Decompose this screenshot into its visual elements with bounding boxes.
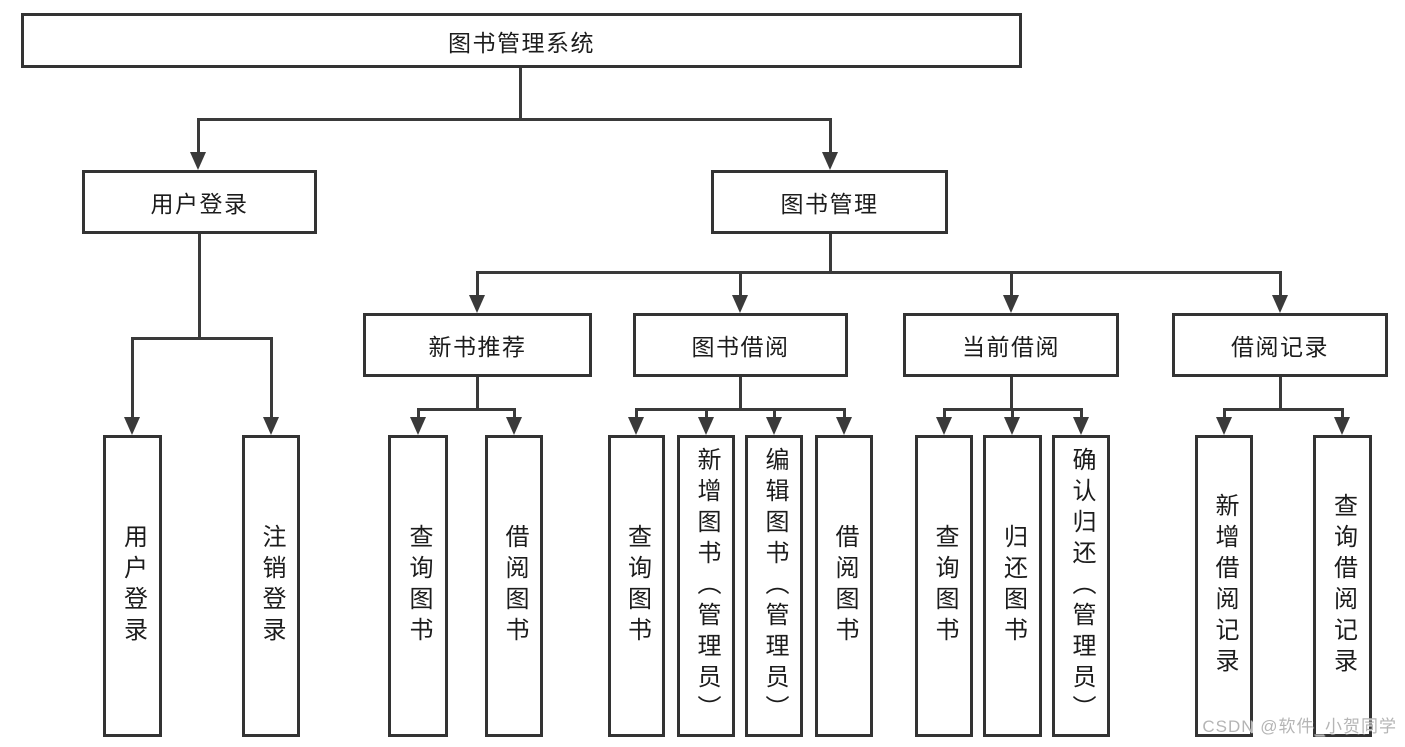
leaf-newbook-query-label: 查询图书 — [405, 524, 432, 648]
arrow-down-icon — [628, 417, 644, 435]
leaf-newbook-borrow: 借阅图书 — [485, 435, 543, 737]
node-book-borrow-label: 图书借阅 — [691, 334, 790, 360]
arrow-down-icon — [263, 417, 279, 435]
arrow-down-icon — [936, 417, 952, 435]
connector-line — [1222, 408, 1226, 421]
leaf-current-return-label: 归还图书 — [999, 524, 1027, 648]
connector-line — [417, 408, 516, 411]
connector-line — [196, 118, 200, 156]
leaf-current-confirm: 确认归还（管理员） — [1052, 435, 1110, 737]
connector-line — [1010, 408, 1014, 421]
leaf-current-query-label: 查询图书 — [931, 524, 958, 648]
connector-line — [1340, 408, 1344, 421]
arrow-down-icon — [469, 295, 485, 313]
leaf-record-query-label: 查询借阅记录 — [1329, 493, 1357, 679]
connector-line — [197, 118, 832, 121]
leaf-record-add: 新增借阅记录 — [1195, 435, 1253, 737]
leaf-user-login: 用户登录 — [103, 435, 162, 737]
arrow-down-icon — [1272, 295, 1288, 313]
arrow-down-icon — [1004, 417, 1020, 435]
connector-line — [416, 408, 420, 421]
arrow-down-icon — [1073, 417, 1089, 435]
node-new-book-recommend: 新书推荐 — [363, 313, 592, 377]
node-user-login: 用户登录 — [82, 170, 317, 234]
leaf-borrow-borrow: 借阅图书 — [815, 435, 873, 737]
arrow-down-icon — [836, 417, 852, 435]
connector-line — [1278, 271, 1282, 299]
leaf-borrow-borrow-label: 借阅图书 — [831, 524, 858, 648]
node-borrow-record: 借阅记录 — [1172, 313, 1388, 377]
arrow-down-icon — [1216, 417, 1232, 435]
leaf-borrow-query-label: 查询图书 — [623, 524, 651, 648]
connector-line — [131, 337, 273, 340]
leaf-logout: 注销登录 — [242, 435, 300, 737]
leaf-logout-label: 注销登录 — [258, 524, 285, 648]
leaf-borrow-edit: 编辑图书（管理员） — [745, 435, 803, 737]
node-root-label: 图书管理系统 — [448, 29, 595, 56]
connector-line — [519, 68, 522, 121]
connector-line — [1009, 271, 1013, 299]
node-current-borrow: 当前借阅 — [903, 313, 1119, 377]
node-new-book-recommend-label: 新书推荐 — [428, 334, 527, 360]
connector-line — [635, 408, 846, 411]
arrow-down-icon — [410, 417, 426, 435]
leaf-record-query: 查询借阅记录 — [1313, 435, 1372, 737]
connector-line — [704, 408, 708, 421]
node-book-management: 图书管理 — [711, 170, 948, 234]
connector-line — [1010, 377, 1013, 411]
arrow-down-icon — [1003, 295, 1019, 313]
node-book-borrow: 图书借阅 — [633, 313, 848, 377]
connector-line — [130, 337, 134, 421]
arrow-down-icon — [1334, 417, 1350, 435]
connector-line — [828, 118, 832, 156]
leaf-current-return: 归还图书 — [983, 435, 1042, 737]
leaf-record-add-label: 新增借阅记录 — [1211, 493, 1238, 679]
connector-line — [739, 377, 742, 411]
leaf-borrow-add: 新增图书（管理员） — [677, 435, 735, 737]
leaf-newbook-query: 查询图书 — [388, 435, 448, 737]
leaf-borrow-add-label: 新增图书（管理员） — [693, 446, 720, 726]
csdn-watermark: CSDN @软件_小贺同学 — [1202, 717, 1397, 736]
arrow-down-icon — [822, 152, 838, 170]
connector-line — [829, 234, 832, 274]
connector-line — [512, 408, 516, 421]
connector-line — [634, 408, 638, 421]
arrow-down-icon — [698, 417, 714, 435]
arrow-down-icon — [732, 295, 748, 313]
node-borrow-record-label: 借阅记录 — [1231, 334, 1329, 360]
leaf-current-confirm-label: 确认归还（管理员） — [1068, 446, 1095, 726]
connector-line — [772, 408, 776, 421]
arrow-down-icon — [506, 417, 522, 435]
connector-line — [842, 408, 846, 421]
node-user-login-label: 用户登录 — [150, 191, 249, 217]
connector-line — [738, 271, 742, 299]
leaf-borrow-query: 查询图书 — [608, 435, 665, 737]
connector-line — [269, 337, 273, 421]
connector-line — [476, 271, 1282, 274]
connector-line — [1079, 408, 1083, 421]
leaf-borrow-edit-label: 编辑图书（管理员） — [761, 446, 788, 726]
connector-line — [476, 377, 479, 411]
leaf-current-query: 查询图书 — [915, 435, 973, 737]
connector-line — [198, 234, 201, 340]
connector-line — [1223, 408, 1344, 411]
leaf-newbook-borrow-label: 借阅图书 — [501, 524, 528, 648]
connector-line — [1279, 377, 1282, 411]
arrow-down-icon — [766, 417, 782, 435]
arrow-down-icon — [190, 152, 206, 170]
connector-line — [475, 271, 479, 299]
arrow-down-icon — [124, 417, 140, 435]
leaf-user-login-label: 用户登录 — [119, 524, 147, 648]
connector-line — [942, 408, 946, 421]
node-current-borrow-label: 当前借阅 — [962, 334, 1060, 360]
node-book-management-label: 图书管理 — [780, 191, 879, 217]
node-root: 图书管理系统 — [21, 13, 1022, 68]
